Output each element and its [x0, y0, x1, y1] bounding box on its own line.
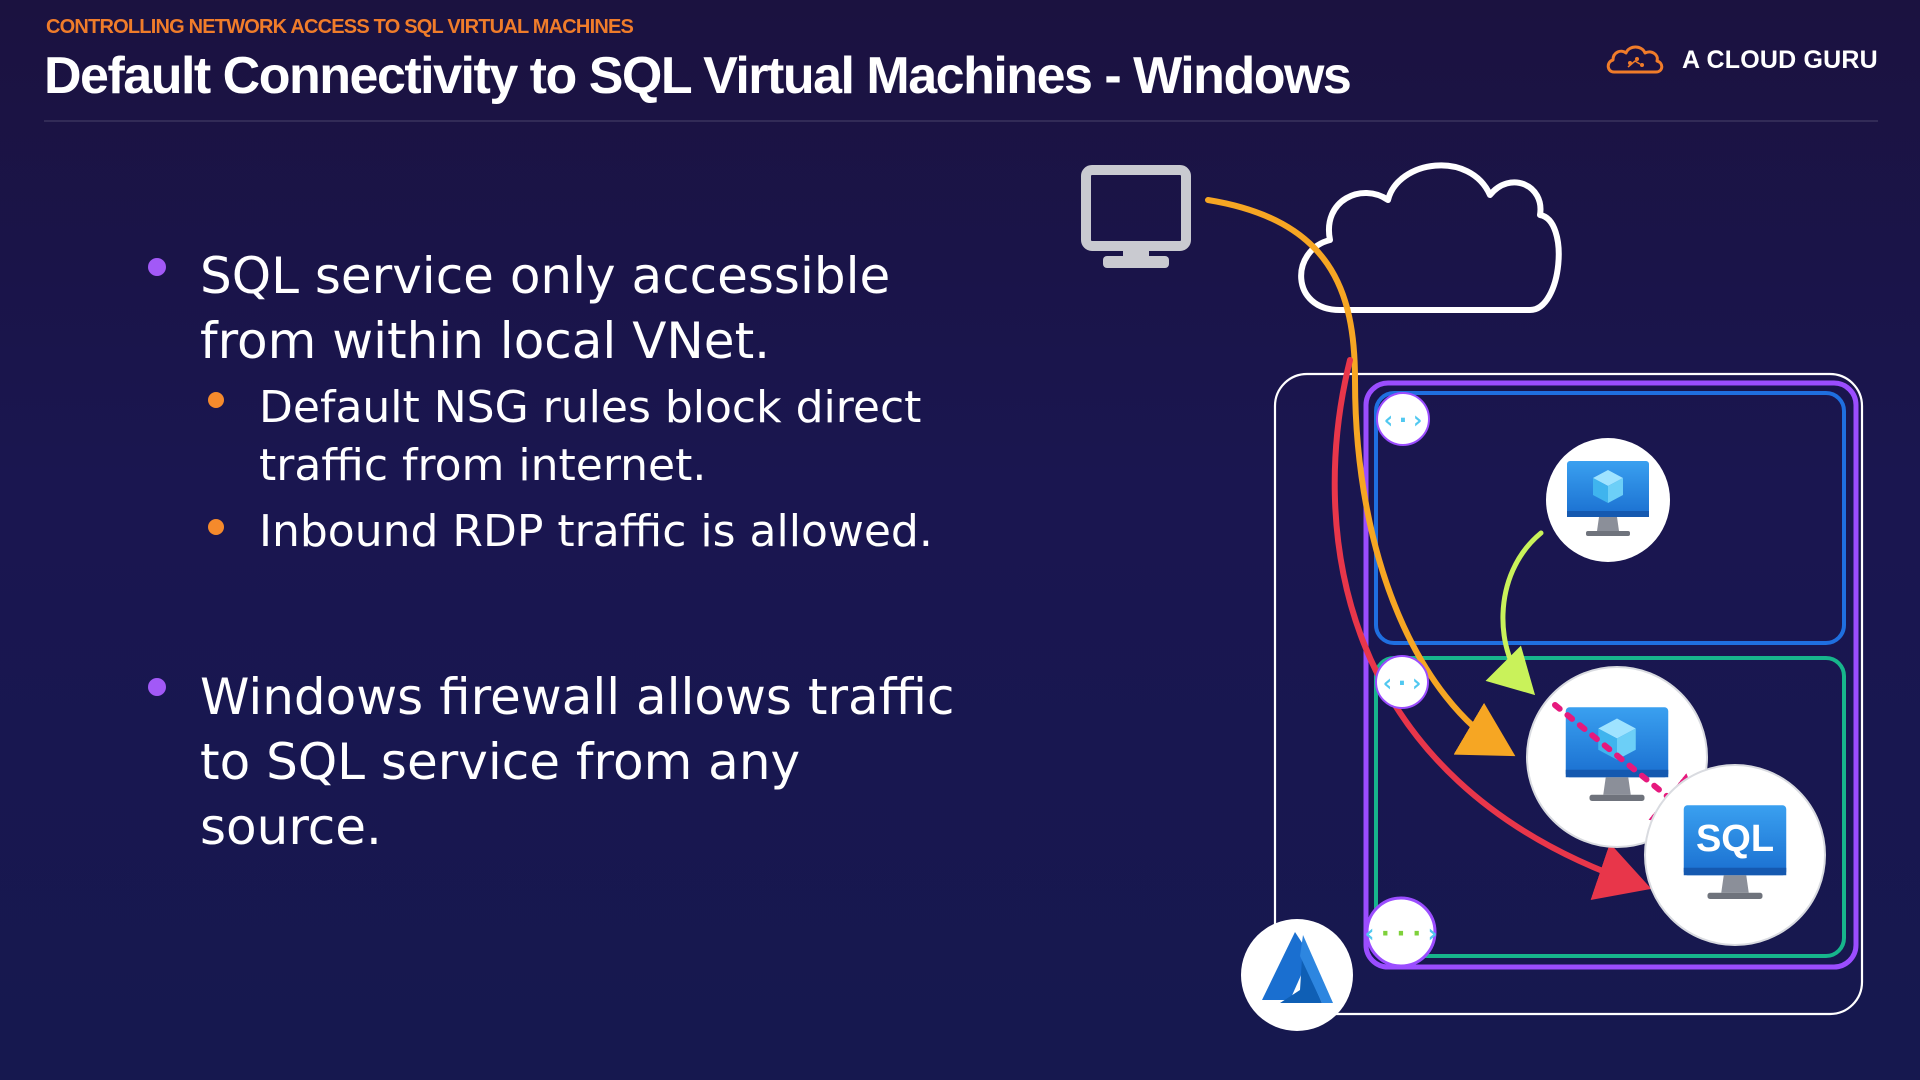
sql-label: SQL [1696, 818, 1774, 860]
sql-vm-icon: SQL [1644, 764, 1826, 946]
subnet-bottom [1374, 656, 1846, 958]
header-divider [44, 120, 1878, 122]
section-kicker: CONTROLLING NETWORK ACCESS TO SQL VIRTUA… [46, 16, 634, 38]
virtual-network-icon: ‹···› [1362, 896, 1440, 968]
sql-traffic-arrow [1331, 357, 1652, 900]
subnet-bottom-icon: ‹·› [1375, 655, 1429, 709]
svg-text:‹·›: ‹·› [1380, 669, 1423, 697]
subnet-top-icon: ‹·› [1376, 392, 1430, 446]
bullet-2: Windows firewall allows traffic to SQL s… [200, 668, 955, 856]
bullet-1: SQL service only accessible from within … [200, 247, 891, 370]
svg-text:‹···›: ‹···› [1362, 919, 1440, 949]
subnet-top [1374, 391, 1846, 645]
sub-bullet-2: Inbound RDP traffic is allowed. [259, 506, 933, 557]
sub-bullet-marker [208, 392, 224, 408]
page-title: Default Connectivity to SQL Virtual Mach… [44, 47, 1352, 105]
svg-text:‹·›: ‹·› [1381, 406, 1424, 434]
vm-top-icon [1546, 438, 1670, 562]
sub-bullet-1: Default NSG rules block direct traffic f… [259, 382, 922, 491]
blocked-traffic-arrow [1552, 702, 1710, 831]
resource-group-box [1273, 372, 1864, 1016]
sub-bullet-marker [208, 519, 224, 535]
internal-traffic-arrow [1485, 530, 1544, 696]
client-computer-icon [1081, 165, 1191, 268]
brand-logo: A CLOUD GURU [1604, 40, 1878, 80]
bullet-marker [148, 258, 166, 276]
bullet-marker [148, 678, 166, 696]
brand-name: A CLOUD GURU [1682, 45, 1878, 74]
vnet-boundary [1363, 380, 1859, 970]
azure-logo-icon [1241, 919, 1353, 1031]
cloud-logo-icon [1606, 45, 1664, 74]
rdp-traffic-arrow [1205, 197, 1516, 757]
